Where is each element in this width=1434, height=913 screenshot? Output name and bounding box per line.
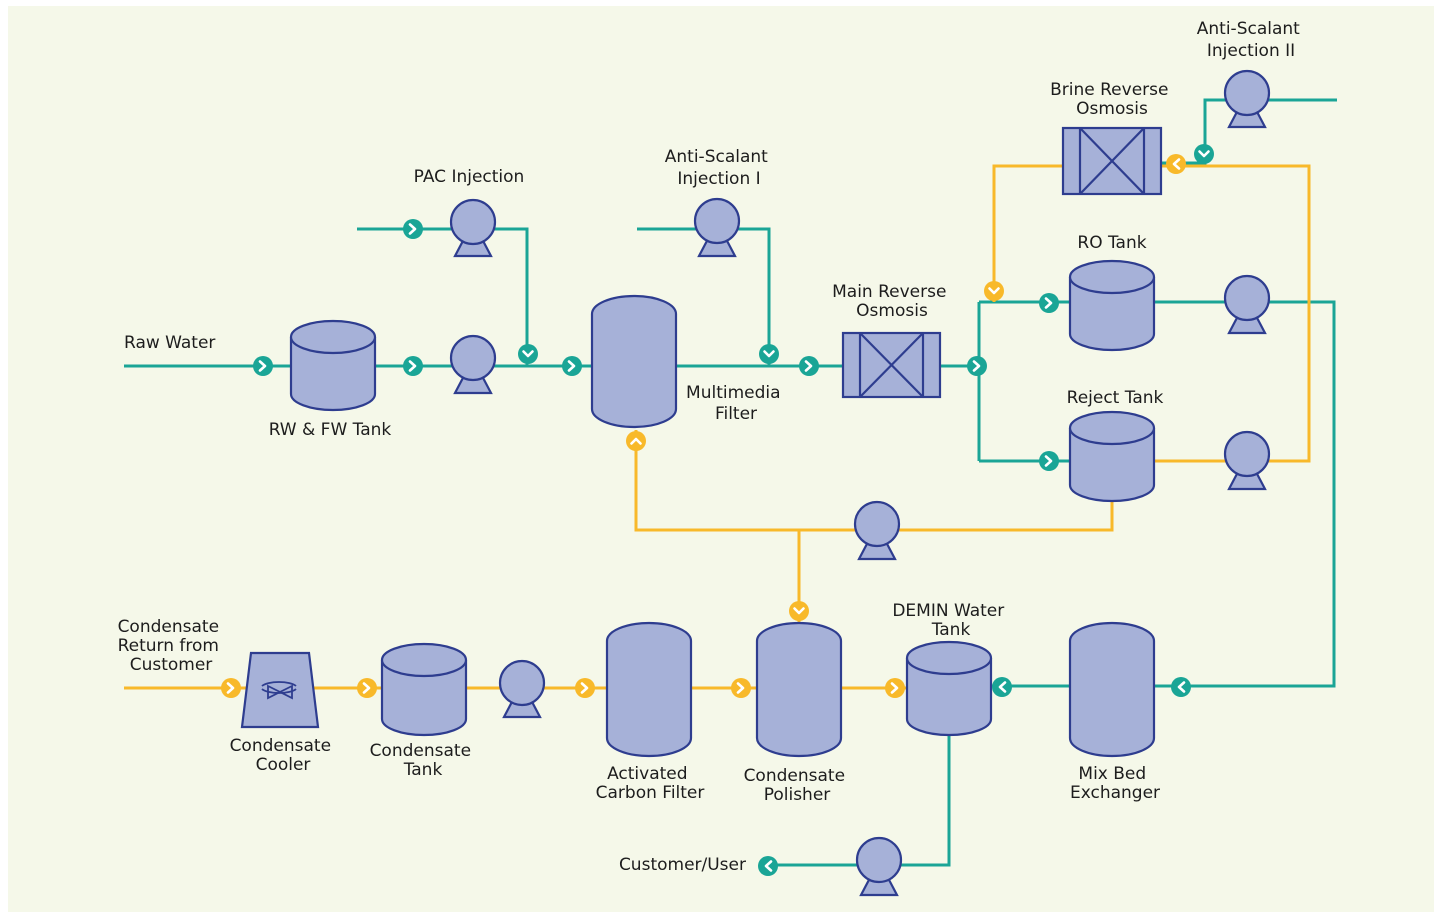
cooler-fan-icon (261, 681, 297, 700)
demin-water-tank-icon (905, 640, 993, 737)
flow-arrow-icon (518, 344, 538, 364)
reject-return-pump-icon (853, 500, 901, 561)
labels: Raw Water RW & FW Tank PAC Injection Ant… (118, 19, 1305, 875)
anti-scalant-1-label: Anti-Scalant Injection I (665, 147, 773, 189)
condensate-tank-label: Condensate Tank (370, 741, 477, 780)
ro-tank-label: RO Tank (1077, 233, 1146, 253)
flow-arrow-icon (562, 356, 582, 376)
flow-arrow-icon (357, 678, 377, 698)
condensate-flow-markers (221, 154, 1186, 698)
flow-arrow-icon (1171, 677, 1191, 697)
flow-arrow-icon (992, 677, 1012, 697)
main-ro-membrane-icon (841, 331, 942, 399)
ro-tank-pump-icon (1223, 274, 1271, 335)
ro-tank-icon (1068, 259, 1156, 352)
anti-scalant-1-pump-icon (693, 197, 741, 258)
flow-arrow-icon (758, 856, 778, 876)
activated-carbon-filter-icon (605, 621, 693, 758)
flow-arrow-icon (221, 678, 241, 698)
pac-injection-pump-icon (449, 198, 497, 258)
condensate-cooler-label: Condensate Cooler (230, 736, 337, 775)
brine-ro-label: Brine Reverse Osmosis (1050, 80, 1174, 119)
flow-arrow-icon (1039, 451, 1059, 471)
brine-ro-reject-line (992, 164, 1063, 302)
raw-water-label: Raw Water (124, 333, 215, 353)
background-panel (8, 6, 1434, 912)
flow-arrow-icon (759, 344, 779, 364)
water-flow-markers (253, 144, 1214, 876)
multimedia-filter-label: Multimedia Filter (686, 383, 786, 424)
mix-bed-label: Mix Bed Exchanger (1070, 764, 1160, 803)
pac-injection-label: PAC Injection (414, 167, 525, 187)
activated-carbon-label: Activated Carbon Filter (596, 764, 705, 803)
flow-arrow-icon (967, 356, 987, 376)
customer-pump-icon (855, 836, 903, 897)
flow-arrow-icon (1039, 293, 1059, 313)
flow-arrow-icon (731, 678, 751, 698)
rw-fw-tank-icon (289, 319, 377, 412)
equipment (240, 69, 1271, 897)
rw-fw-tank-label: RW & FW Tank (269, 420, 392, 440)
flow-arrow-icon (403, 219, 423, 239)
condensate-cooler-icon (240, 651, 320, 729)
brine-ro-membrane-icon (1061, 126, 1163, 196)
flow-arrow-icon (1194, 144, 1214, 164)
flow-arrow-icon (789, 601, 809, 621)
reject-tank-pump-icon (1223, 430, 1271, 491)
flow-arrow-icon (885, 678, 905, 698)
raw-water-pump-icon (449, 334, 497, 395)
condensate-pump-icon (498, 659, 546, 719)
flow-arrow-icon (575, 678, 595, 698)
customer-user-label: Customer/User (619, 855, 746, 875)
flow-arrow-icon (984, 281, 1004, 301)
flow-arrow-icon (253, 356, 273, 376)
flow-arrow-icon (1166, 154, 1186, 174)
anti-scalant-2-label: Anti-Scalant Injection II (1197, 19, 1305, 61)
mix-bed-exchanger-icon (1068, 621, 1156, 758)
anti-scalant-2-pump-icon (1223, 69, 1271, 129)
reject-tank-icon (1068, 410, 1156, 503)
condensate-tank-icon (380, 642, 468, 737)
reject-tank-label: Reject Tank (1067, 388, 1164, 408)
flow-arrow-icon (626, 431, 646, 451)
demin-tank-label: DEMIN Water Tank (892, 601, 1009, 640)
condensate-return-label: Condensate Return from Customer (118, 617, 225, 675)
flow-arrow-icon (403, 356, 423, 376)
condensate-polisher-icon (755, 621, 843, 758)
anti-scalant-1-line (637, 227, 771, 366)
main-ro-label: Main Reverse Osmosis (832, 282, 952, 321)
multimedia-filter-icon (590, 294, 678, 429)
condensate-polisher-label: Condensate Polisher (744, 766, 851, 805)
flow-arrow-icon (799, 356, 819, 376)
demin-to-customer-line (762, 735, 951, 867)
